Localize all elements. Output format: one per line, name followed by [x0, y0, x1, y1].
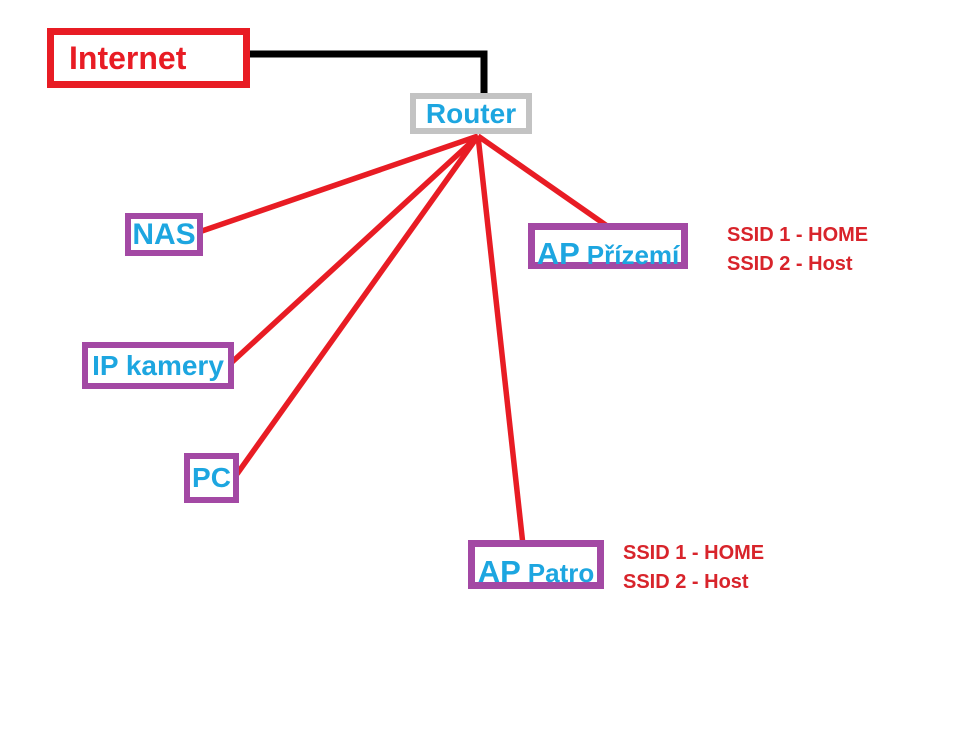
edge-router-ap-prizemi [476, 133, 612, 231]
ssid-prizemi-line1: SSID 1 - HOME [727, 224, 869, 246]
node-ap-patro-prefix: AP [477, 554, 521, 589]
node-internet: Internet [47, 28, 250, 88]
node-ap-prizemi-name: Přízemí [586, 240, 680, 270]
edge-router-nas [198, 133, 479, 235]
edge-router-pc [234, 134, 481, 476]
node-ap-patro-name: Patro [527, 558, 595, 588]
edge-router-ap-patro [475, 135, 526, 546]
ssid-annotation-patro: SSID 1 - HOME SSID 2 - Host [623, 539, 764, 597]
node-router: Router [410, 93, 532, 134]
ssid-annotation-prizemi: SSID 1 - HOME SSID 2 - Host [727, 221, 868, 279]
node-nas-label: NAS [132, 217, 196, 251]
edge-internet-router [246, 50, 488, 97]
node-nas: NAS [125, 213, 203, 256]
node-ip-kamery: IP kamery [82, 342, 234, 389]
node-pc-label: PC [192, 462, 231, 493]
edge-router-ip-kamery [229, 133, 480, 366]
node-ap-patro: AP Patro [468, 540, 604, 589]
ssid-patro-line1: SSID 1 - HOME [623, 542, 765, 564]
node-ap-prizemi: AP Přízemí [528, 223, 688, 269]
node-ip-kamery-label: IP kamery [92, 349, 224, 381]
ssid-patro-line2: SSID 2 - Host [623, 571, 749, 593]
node-router-label: Router [425, 97, 517, 129]
node-internet-label: Internet [69, 40, 187, 76]
node-ap-prizemi-prefix: AP [536, 236, 580, 271]
node-pc: PC [184, 453, 239, 503]
ssid-prizemi-line2: SSID 2 - Host [727, 253, 853, 275]
